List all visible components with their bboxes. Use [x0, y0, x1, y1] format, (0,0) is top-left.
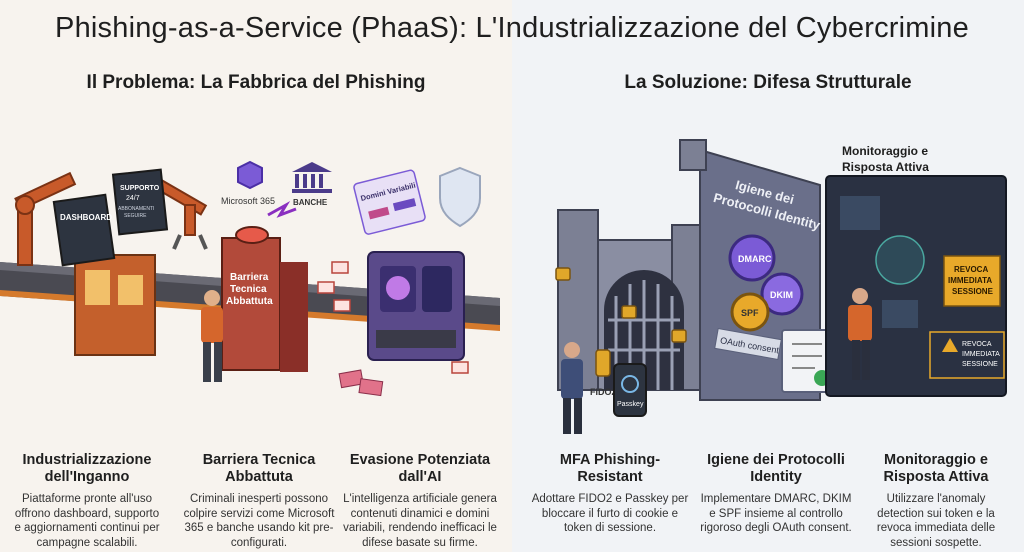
support-label: SUPPORTO — [120, 185, 160, 192]
robot-arm-left — [14, 171, 77, 266]
dashboard-screen: DASHBOARD — [52, 193, 116, 267]
fido2-label: FIDO2 — [590, 387, 617, 397]
checklist-icon — [781, 329, 833, 393]
problem-section-title: Il Problema: La Fabbrica del Phishing — [86, 72, 426, 93]
operator-person-icon — [201, 290, 223, 382]
main-title-bold: Phishing-as-a-Service (PhaaS) — [55, 12, 459, 44]
main-title: Phishing-as-a-Service (PhaaS): L'Industr… — [0, 12, 1024, 45]
revoke-top-l1: REVOCA — [954, 265, 988, 274]
user-person-icon — [561, 342, 583, 434]
warning-icon — [942, 338, 958, 352]
revoke-bottom-l2: IMMEDIATA — [962, 351, 1000, 358]
card-ai-evasion: Evasione Potenziata dall'AI L'intelligen… — [342, 452, 498, 550]
card-text: Piattaforme pronte all'uso offrono dashb… — [14, 493, 160, 549]
card-mfa: MFA Phishing-Resistant Adottare FIDO2 e … — [528, 452, 692, 536]
spf-label: SPF — [741, 308, 759, 318]
card-title: Industrializzazione dell'Inganno — [22, 452, 152, 485]
passkey-phone-icon: Passkey — [613, 363, 647, 417]
barrier-label-3: Abbattuta — [226, 296, 273, 307]
card-title: Igiene dei Protocolli Identity — [707, 452, 845, 485]
oauth-consent-panel: OAuth consent — [714, 328, 782, 360]
card-industrialization: Industrializzazione dell'Inganno Piattaf… — [14, 452, 160, 550]
barrier-machine: Barriera Tecnica Abbattuta — [221, 226, 308, 372]
revoke-top-l3: SESSIONE — [952, 287, 994, 296]
revoke-top-l2: IMMEDIATA — [948, 276, 992, 285]
card-text: Adottare FIDO2 e Passkey per bloccare il… — [531, 493, 689, 534]
spf-gear-icon: SPF — [730, 292, 770, 332]
solution-section-title: La Soluzione: Difesa Strutturale — [624, 72, 912, 93]
support-screen: SUPPORTO 24/7 ABBONAMENTI SEGUIRE — [111, 168, 169, 236]
dmarc-gear-icon: DMARC — [728, 234, 776, 282]
card-title: MFA Phishing-Resistant — [559, 452, 661, 485]
barrier-label-2: Tecnica — [230, 284, 267, 295]
dashboard-label: DASHBOARD — [60, 213, 112, 222]
dmarc-label: DMARC — [738, 254, 772, 264]
card-technical-barrier: Barriera Tecnica Abbattuta Criminali ine… — [180, 452, 338, 550]
microsoft-365-label: Microsoft 365 — [221, 196, 275, 206]
card-text: Criminali inesperti possono colpire serv… — [183, 493, 335, 549]
analyst-person-icon — [848, 288, 872, 380]
dkim-gear-icon: DKIM — [760, 272, 804, 316]
variable-domains-panel: Domini Variabili — [353, 169, 426, 235]
session-revoke-alert-top: REVOCA IMMEDIATA SESSIONE — [943, 255, 1001, 307]
revoke-bottom-l1: REVOCA — [962, 341, 992, 348]
main-title-rest: : L'Industrializzazione del Cybercrimine — [458, 12, 969, 44]
illustration: DASHBOARD SUPPORTO 24/7 ABBONAMENTI SEGU… — [0, 139, 1007, 434]
shield-icon — [439, 166, 481, 228]
document-papers — [338, 369, 384, 397]
card-title: Monitoraggio e Risposta Attiva — [883, 452, 989, 485]
barrier-label-1: Barriera — [230, 272, 269, 283]
fido2-key-icon — [595, 349, 611, 377]
support-hours: 24/7 — [126, 195, 140, 202]
monitoring-label-2: Risposta Attiva — [842, 160, 929, 174]
support-follow: SEGUIRE — [124, 213, 147, 219]
dkim-label: DKIM — [770, 290, 793, 300]
monitoring-label-1: Monitoraggio e — [842, 144, 928, 158]
card-text: Utilizzare l'anomaly detection sui token… — [876, 493, 996, 549]
card-text: L'intelligenza artificiale genera conten… — [343, 493, 497, 549]
factory-machine — [74, 254, 156, 356]
session-revoke-alert-bottom: REVOCA IMMEDIATA SESSIONE — [929, 331, 1005, 379]
bank-label: BANCHE — [293, 198, 328, 207]
card-identity-hygiene: Igiene dei Protocolli Identity Implement… — [700, 452, 852, 536]
passkey-label: Passkey — [617, 401, 644, 408]
card-title: Evasione Potenziata dall'AI — [349, 452, 491, 485]
support-subscriptions: ABBONAMENTI — [118, 206, 154, 212]
email-envelopes — [317, 261, 469, 374]
lightning-bolt-icon — [267, 200, 297, 218]
radar-icon — [875, 235, 925, 285]
robot-arm-right — [156, 179, 208, 250]
lock-icons — [555, 267, 687, 343]
card-monitoring: Monitoraggio e Risposta Attiva Utilizzar… — [862, 452, 1010, 550]
card-title: Barriera Tecnica Abbattuta — [202, 452, 316, 485]
bank-icon: BANCHE — [292, 162, 332, 207]
revoke-bottom-l3: SESSIONE — [962, 361, 998, 368]
microsoft-365-logo-icon: Microsoft 365 — [221, 160, 275, 206]
ai-server — [367, 251, 465, 361]
card-text: Implementare DMARC, DKIM e SPF insieme a… — [700, 493, 852, 534]
ai-brain-icon — [386, 276, 410, 300]
